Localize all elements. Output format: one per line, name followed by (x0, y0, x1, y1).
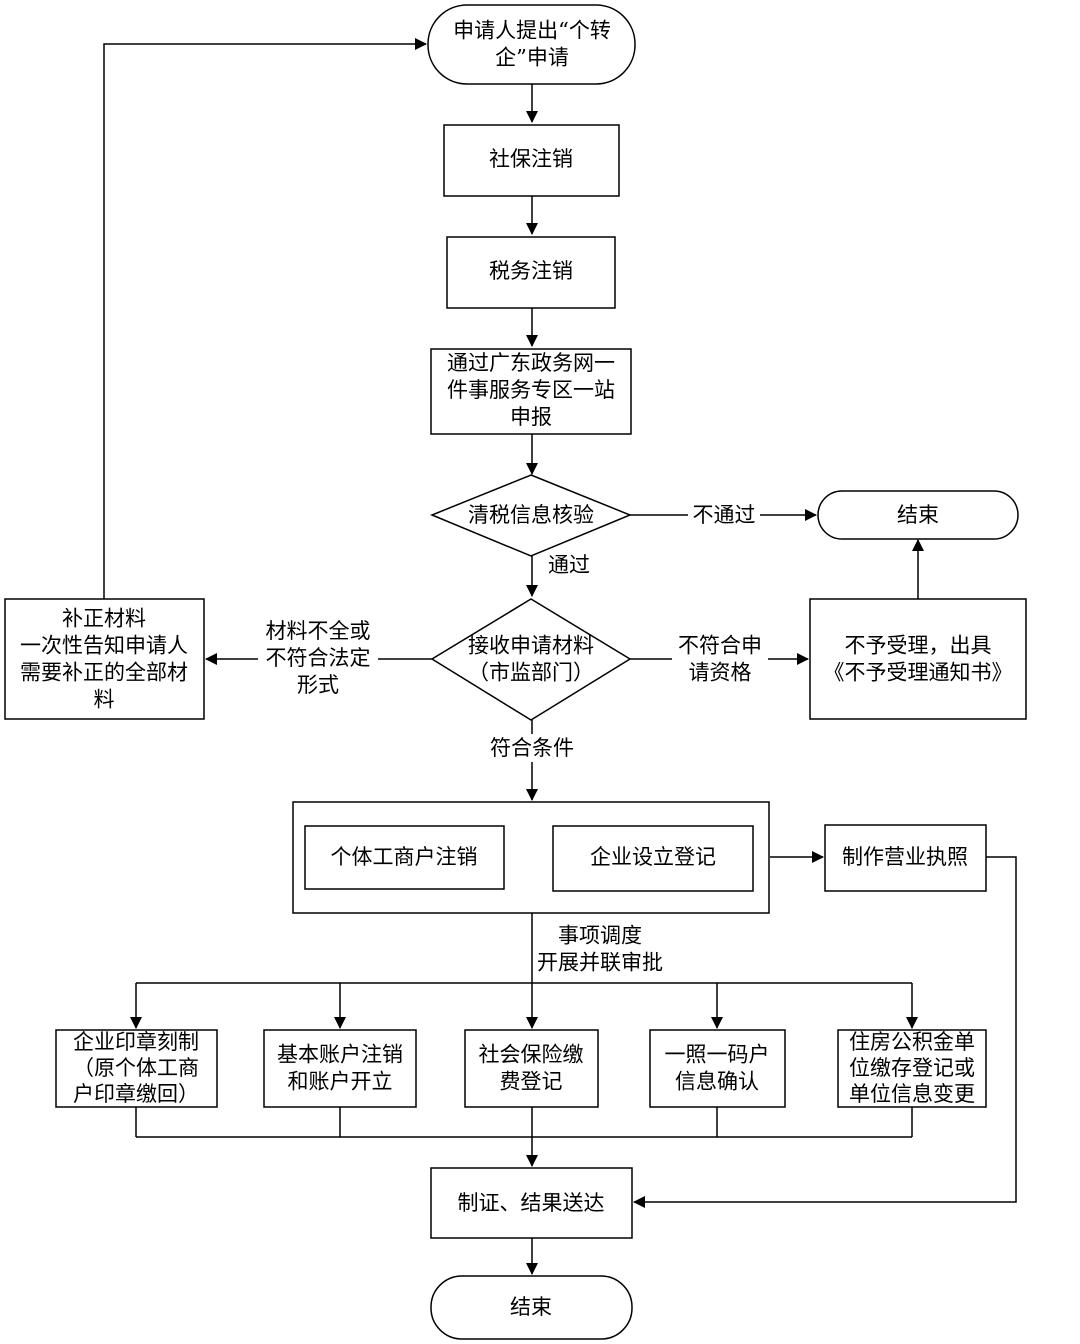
bank-account-text: 基本账户注销和账户开立 (277, 1043, 403, 1094)
bank-account-box (263, 1029, 417, 1108)
correct-materials-text-line-4: 料 (94, 688, 115, 712)
one-code-text: 一照一码户信息确认 (665, 1043, 770, 1094)
start-text: 申请人提出“个转企”申请 (453, 19, 611, 70)
social-cancel-box (443, 124, 620, 197)
reject-text-line-2: 《不予受理通知书》 (824, 661, 1013, 685)
reject-text-line-1: 不予受理，出具 (845, 634, 992, 658)
not-pass-label-bg (688, 501, 760, 529)
end-bottom-text-line-1: 结束 (510, 1295, 552, 1319)
receive-materials-text-line-1: 接收申请材料 (468, 634, 594, 658)
end-top-text: 结束 (897, 503, 939, 527)
end-top-text-line-1: 结束 (897, 503, 939, 527)
individual-cancel-text-line-1: 个体工商户注销 (331, 845, 478, 869)
qualified-label-bg (484, 734, 580, 762)
bank-account-text-line-2: 和账户开立 (288, 1070, 393, 1094)
enterprise-register-box (552, 825, 754, 892)
qualified-label-line-1: 符合条件 (490, 736, 574, 760)
edge-license-to-delivery (633, 856, 1017, 1208)
reject-box (809, 598, 1027, 720)
housing-fund-box (837, 1029, 987, 1108)
unqualified-label: 不符合申请资格 (678, 634, 762, 685)
node-texts: 申请人提出“个转企”申请 社保注销 税务注销 通过广东政务网一件事服务专区一站申… (20, 19, 1013, 1320)
one-code-text-line-1: 一照一码户 (665, 1043, 770, 1067)
unqualified-label-line-1: 不符合申 (678, 634, 762, 658)
social-insurance-box (464, 1029, 599, 1108)
receive-diamond (430, 598, 632, 721)
social-cancel-text-line-1: 社保注销 (489, 147, 573, 171)
housing-fund-text-line-1: 住房公积金单 (849, 1030, 975, 1054)
correct-materials-box (4, 598, 205, 720)
pass-label-line-1: 通过 (548, 553, 590, 577)
tax-check-text: 清税信息核验 (468, 503, 594, 527)
certificate-delivery-box (430, 1167, 633, 1239)
online-declare-text-line-2: 件事服务专区一站 (447, 378, 615, 402)
housing-fund-text: 住房公积金单位缴存登记或单位信息变更 (849, 1030, 975, 1106)
incomplete-label-bg (258, 619, 378, 699)
incomplete-label-line-2: 不符合法定 (266, 646, 371, 670)
edge-labels: 不通过 通过 材料不全或不符合法定形式 不符合申请资格 符合条件 事项调度开展并… (258, 501, 768, 975)
housing-fund-text-line-3: 单位信息变更 (849, 1082, 975, 1106)
correct-materials-text: 补正材料一次性告知申请人需要补正的全部材料 (20, 607, 188, 712)
social-insurance-text: 社会保险缴费登记 (479, 1043, 584, 1094)
individual-cancel-text: 个体工商户注销 (331, 845, 478, 869)
enterprise-register-text-line-1: 企业设立登记 (590, 845, 716, 869)
social-insurance-text-line-1: 社会保险缴 (479, 1043, 584, 1067)
online-declare-text-line-3: 申报 (510, 405, 552, 429)
bank-account-text-line-1: 基本账户注销 (277, 1043, 403, 1067)
start-terminal (427, 4, 636, 85)
tax-check-diamond (430, 474, 632, 557)
housing-fund-text-line-2: 位缴存登记或 (849, 1056, 975, 1080)
incomplete-label: 材料不全或不符合法定形式 (266, 619, 371, 697)
not-pass-label-line-1: 不通过 (693, 503, 756, 527)
correct-materials-text-line-3: 需要补正的全部材 (20, 661, 188, 685)
correct-materials-text-line-2: 一次性告知申请人 (20, 634, 188, 658)
end-top-terminal (817, 490, 1019, 540)
tax-cancel-text-line-1: 税务注销 (489, 259, 573, 283)
tax-cancel-box (446, 236, 616, 309)
start-text-line-1: 申请人提出“个转 (453, 19, 611, 43)
online-declare-text: 通过广东政务网一件事服务专区一站申报 (447, 351, 615, 429)
pass-label: 通过 (548, 553, 590, 577)
online-declare-box (430, 348, 632, 435)
enterprise-register-text: 企业设立登记 (590, 845, 716, 869)
correct-materials-text-line-1: 补正材料 (62, 607, 146, 631)
unqualified-label-bg (672, 631, 768, 687)
end-bottom-terminal (430, 1275, 633, 1340)
online-declare-text-line-1: 通过广东政务网一 (447, 351, 615, 375)
tax-cancel-text: 税务注销 (489, 259, 573, 283)
reject-text: 不予受理，出具《不予受理通知书》 (824, 634, 1013, 685)
individual-cancel-box (304, 825, 505, 890)
unqualified-label-line-2: 请资格 (689, 661, 752, 685)
certificate-delivery-text-line-1: 制证、结果送达 (458, 1191, 605, 1215)
one-code-text-line-2: 信息确认 (675, 1070, 759, 1094)
dispatch-label-line-2: 开展并联审批 (537, 951, 663, 975)
end-bottom-text: 结束 (510, 1295, 552, 1319)
one-code-box (649, 1029, 786, 1108)
social-insurance-text-line-2: 费登记 (500, 1070, 563, 1094)
edge-correct-to-start (103, 38, 427, 599)
shapes (4, 4, 1027, 1340)
certificate-delivery-text: 制证、结果送达 (458, 1191, 605, 1215)
seal-box (55, 1029, 218, 1108)
make-license-text: 制作营业执照 (842, 845, 968, 869)
tax-check-text-line-1: 清税信息核验 (468, 503, 594, 527)
dispatch-label: 事项调度开展并联审批 (537, 924, 663, 975)
make-license-box (824, 824, 987, 892)
seal-text: 企业印章刻制（原个体工商户印章缴回） (73, 1030, 199, 1106)
not-pass-label: 不通过 (693, 503, 756, 527)
receive-materials-text-line-2: （市监部门） (468, 661, 594, 685)
incomplete-label-line-1: 材料不全或 (266, 619, 371, 643)
dispatch-label-line-1: 事项调度 (558, 924, 642, 948)
social-cancel-text: 社保注销 (489, 147, 573, 171)
start-text-line-2: 企”申请 (495, 46, 569, 70)
seal-text-line-2: （原个体工商 (73, 1056, 199, 1080)
qualified-label: 符合条件 (490, 736, 574, 760)
seal-text-line-3: 户印章缴回） (73, 1082, 199, 1106)
seal-text-line-1: 企业印章刻制 (73, 1030, 199, 1054)
receive-materials-text: 接收申请材料 （市监部门） (468, 634, 594, 685)
incomplete-label-line-3: 形式 (297, 673, 339, 697)
make-license-text-line-1: 制作营业执照 (842, 845, 968, 869)
